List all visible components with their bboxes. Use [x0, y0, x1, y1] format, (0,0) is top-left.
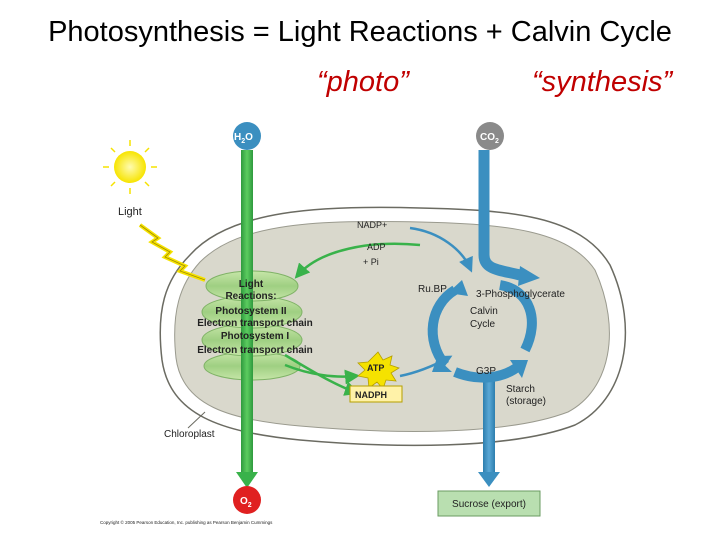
oxygen-arrow-icon: [236, 472, 258, 488]
sun-icon: [103, 140, 157, 194]
svg-text:(storage): (storage): [506, 396, 546, 407]
svg-text:CO2: CO2: [480, 132, 499, 145]
synthesis-label: “synthesis”: [532, 66, 673, 98]
light-ray-outline: [139, 224, 206, 281]
light-reactions-label: Light Reactions: Photosystem II Electron…: [197, 279, 313, 356]
chloroplast-label: Chloroplast: [164, 429, 215, 440]
water-flow-pipe: [241, 150, 253, 475]
g3p-label: G3P: [476, 366, 496, 377]
light-label: Light: [118, 206, 142, 218]
adp-label: ADP: [367, 242, 386, 252]
atp-label: ATP: [367, 363, 384, 373]
sucrose-label: Sucrose (export): [452, 499, 526, 510]
co2-molecule-icon: [476, 122, 504, 150]
svg-text:Light: Light: [239, 279, 264, 290]
energy-transfer-arrows: [284, 226, 473, 396]
calvin-cycle-label: Calvin Cycle: [470, 306, 498, 330]
svg-text:H2O: H2O: [234, 132, 253, 145]
oxygen-molecule-icon: [233, 486, 261, 514]
water-label: H: [234, 132, 241, 143]
svg-text:Photosystem I: Photosystem I: [221, 331, 290, 342]
photo-label: “photo”: [317, 66, 409, 98]
nadp-label: NADP+: [357, 220, 387, 230]
svg-text:Electron transport chain: Electron transport chain: [197, 345, 313, 356]
nadph-box: [349, 385, 403, 403]
phosphoglycerate-label: 3-Phosphoglycerate: [476, 289, 565, 300]
sucrose-arrow-icon: [478, 472, 500, 487]
co2-arrow-icon: [518, 266, 540, 286]
rubp-label: Ru.BP: [418, 284, 447, 295]
co2-flow-pipe: [478, 150, 522, 281]
svg-text:O2: O2: [240, 496, 252, 509]
slide-title: Photosynthesis = Light Reactions + Calvi…: [48, 16, 672, 48]
svg-text:Electron transport chain: Electron transport chain: [197, 318, 313, 329]
svg-text:Calvin: Calvin: [470, 306, 498, 317]
chloroplast-pointer: [187, 411, 206, 429]
svg-text:Cycle: Cycle: [470, 319, 495, 330]
starch-label: Starch (storage): [506, 384, 546, 407]
svg-text:Reactions:: Reactions:: [225, 291, 276, 302]
sucrose-flow-pipe: [483, 380, 495, 475]
pi-label: + Pi: [363, 257, 379, 267]
sucrose-box: [437, 490, 541, 517]
nadph-label: NADPH: [355, 390, 387, 400]
water-molecule-icon: [233, 122, 261, 150]
oxygen-label: O: [240, 496, 248, 507]
svg-text:Starch: Starch: [506, 384, 535, 395]
copyright-label: Copyright © 2005 Pearson Education, Inc.…: [100, 519, 273, 525]
co2-label: CO: [480, 132, 495, 143]
svg-text:Photosystem II: Photosystem II: [215, 306, 286, 317]
